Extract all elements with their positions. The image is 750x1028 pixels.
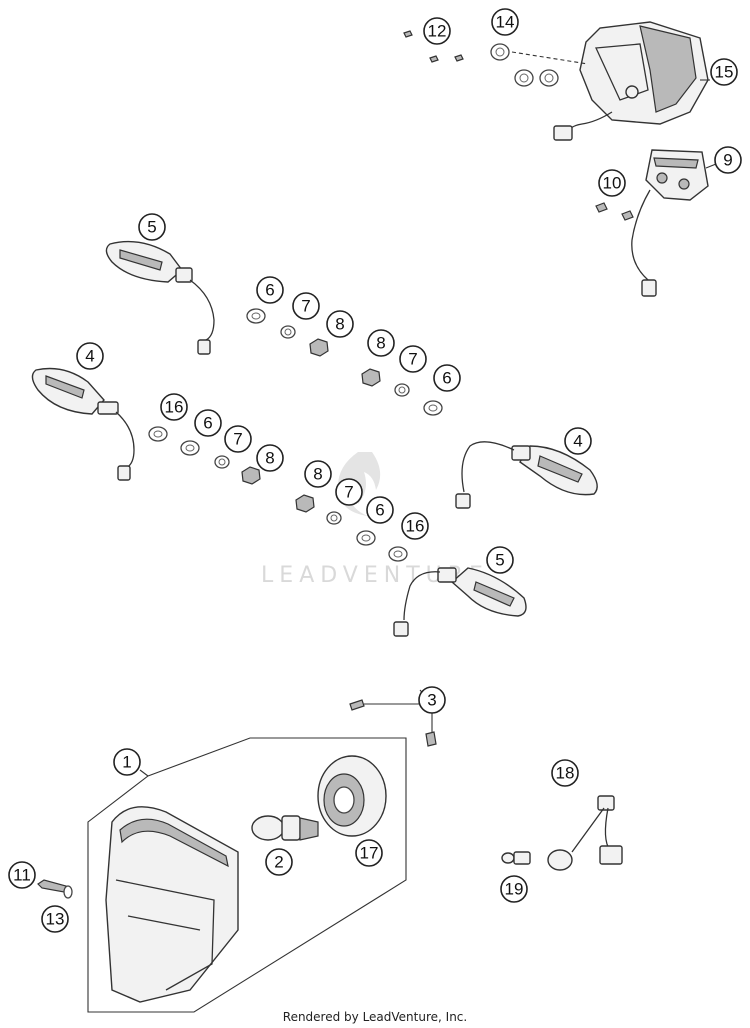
callout-2[interactable]: 2 <box>265 848 293 876</box>
callout-7[interactable]: 7 <box>335 478 363 506</box>
callout-7[interactable]: 7 <box>224 425 252 453</box>
callout-5[interactable]: 5 <box>486 546 514 574</box>
grommet-14[interactable] <box>490 43 559 87</box>
svg-text:8: 8 <box>265 449 274 468</box>
callout-3[interactable]: 3 <box>418 686 446 714</box>
callout-7[interactable]: 7 <box>292 292 320 320</box>
headlight-bulb[interactable] <box>251 815 319 841</box>
callout-14[interactable]: 14 <box>491 8 519 36</box>
callout-16[interactable]: 16 <box>160 393 188 421</box>
svg-text:18: 18 <box>556 764 575 783</box>
svg-text:2: 2 <box>274 853 283 872</box>
parking-light-bulb[interactable] <box>501 851 531 865</box>
headlight-assembly-frame <box>87 737 407 1013</box>
turn-signal-5-front-left[interactable] <box>105 240 215 355</box>
svg-text:6: 6 <box>265 281 274 300</box>
callout-4[interactable]: 4 <box>564 427 592 455</box>
callout-11[interactable]: 11 <box>8 861 36 889</box>
callout-15[interactable]: 15 <box>710 58 738 86</box>
svg-text:12: 12 <box>428 22 447 41</box>
washer-13[interactable] <box>63 885 73 899</box>
svg-text:10: 10 <box>603 174 622 193</box>
svg-text:7: 7 <box>408 350 417 369</box>
svg-text:9: 9 <box>723 151 732 170</box>
callout-9[interactable]: 9 <box>714 146 742 174</box>
callout-16[interactable]: 16 <box>401 512 429 540</box>
svg-text:11: 11 <box>13 866 31 885</box>
callout-10[interactable]: 10 <box>598 169 626 197</box>
svg-text:4: 4 <box>573 432 582 451</box>
callout-8[interactable]: 8 <box>256 444 284 472</box>
callout-1[interactable]: 1 <box>113 748 141 776</box>
callout-6[interactable]: 6 <box>194 409 222 437</box>
svg-text:5: 5 <box>495 551 504 570</box>
svg-text:4: 4 <box>85 347 94 366</box>
parking-light-harness[interactable] <box>547 795 623 871</box>
screw-3[interactable] <box>349 699 437 747</box>
callout-17[interactable]: 17 <box>355 839 383 867</box>
svg-text:6: 6 <box>203 414 212 433</box>
svg-text:13: 13 <box>46 910 65 929</box>
screw-10[interactable] <box>595 202 634 221</box>
svg-text:14: 14 <box>496 13 515 32</box>
svg-text:16: 16 <box>406 517 425 536</box>
callout-6[interactable]: 6 <box>256 276 284 304</box>
turn-signal-4-rear-right[interactable] <box>455 441 598 509</box>
svg-text:7: 7 <box>301 297 310 316</box>
license-plate-light[interactable] <box>631 149 709 297</box>
screw-12[interactable] <box>403 30 464 63</box>
callout-8[interactable]: 8 <box>367 329 395 357</box>
callout-18[interactable]: 18 <box>551 759 579 787</box>
turn-signal-4-rear-left[interactable] <box>31 367 135 481</box>
callout-19[interactable]: 19 <box>500 875 528 903</box>
svg-text:6: 6 <box>375 501 384 520</box>
callout-7[interactable]: 7 <box>399 345 427 373</box>
callout-8[interactable]: 8 <box>326 310 354 338</box>
callout-8[interactable]: 8 <box>304 460 332 488</box>
svg-text:1: 1 <box>122 753 131 772</box>
svg-text:8: 8 <box>313 465 322 484</box>
svg-text:8: 8 <box>376 334 385 353</box>
bulb-holder[interactable] <box>317 755 387 837</box>
callout-12[interactable]: 12 <box>423 17 451 45</box>
dashboard-housing[interactable] <box>511 21 709 141</box>
svg-text:19: 19 <box>505 880 524 899</box>
svg-text:3: 3 <box>427 691 436 710</box>
callout-5[interactable]: 5 <box>138 213 166 241</box>
callout-group: 12 14 15 9 10 5 6 7 8 8 7 6 4 16 6 7 8 8… <box>8 8 742 933</box>
callout-6[interactable]: 6 <box>433 364 461 392</box>
callout-4[interactable]: 4 <box>76 342 104 370</box>
turn-signal-5-front-right[interactable] <box>393 567 527 637</box>
screw-11[interactable] <box>37 879 67 893</box>
svg-text:6: 6 <box>442 369 451 388</box>
callout-13[interactable]: 13 <box>41 905 69 933</box>
svg-text:16: 16 <box>165 398 184 417</box>
svg-text:7: 7 <box>344 483 353 502</box>
svg-text:5: 5 <box>147 218 156 237</box>
hardware-row-lower[interactable] <box>148 426 408 562</box>
headlight-mask[interactable] <box>105 806 239 1003</box>
hardware-row-upper[interactable] <box>246 308 443 416</box>
svg-text:7: 7 <box>233 430 242 449</box>
footer-credit: Rendered by LeadVenture, Inc. <box>282 1010 468 1024</box>
svg-text:17: 17 <box>360 844 379 863</box>
svg-text:15: 15 <box>715 63 734 82</box>
callout-6[interactable]: 6 <box>366 496 394 524</box>
svg-text:8: 8 <box>335 315 344 334</box>
